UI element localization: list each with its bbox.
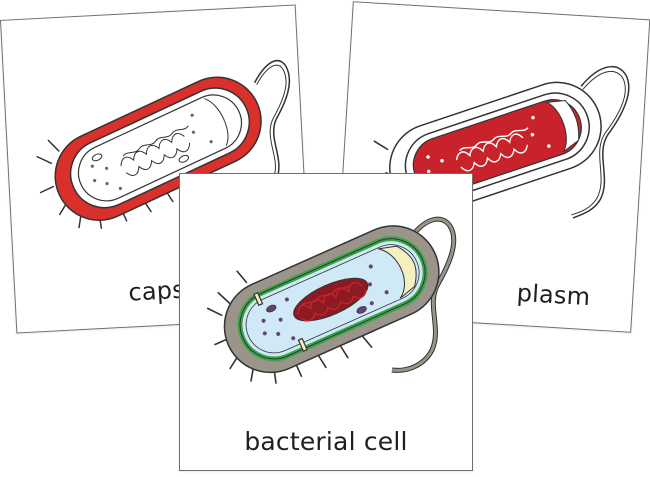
card-caption: bacterial cell: [244, 427, 408, 456]
card-caption: plasm: [516, 278, 592, 312]
card-capsule: caps: [0, 4, 313, 334]
bacterium-illustration-full-color: [206, 216, 457, 384]
card-bacterial-cell: bacterial cell: [179, 173, 473, 471]
bacterium-illustration-capsule: [36, 60, 291, 229]
card-caption: caps: [127, 275, 186, 307]
